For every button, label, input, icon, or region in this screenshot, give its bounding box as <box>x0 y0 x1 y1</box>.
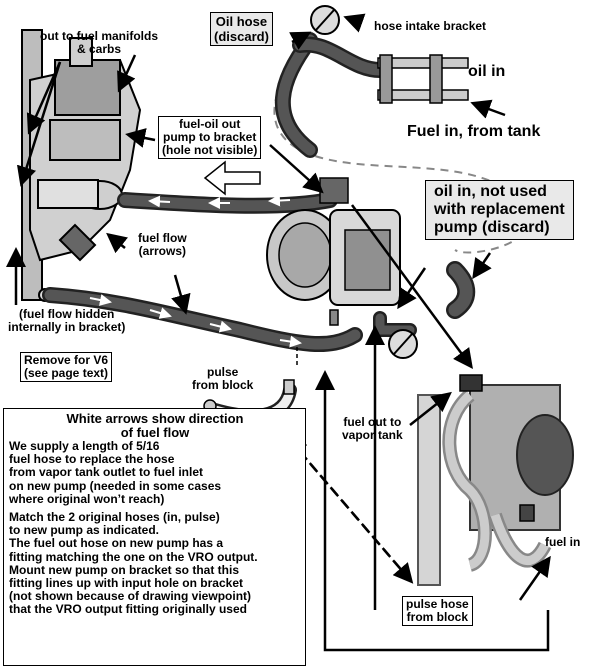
notes-paragraph-1: We supply a length of 5/16 fuel hose to … <box>9 439 222 506</box>
label-fuel-in-from-tank: Fuel in, from tank <box>407 123 541 140</box>
flow-arrows <box>89 54 319 348</box>
label-oil-in: oil in <box>468 63 506 80</box>
dashed-hose-route <box>273 57 531 254</box>
label-fuel-flow-arrows: fuel flow (arrows) <box>138 231 187 258</box>
label-fuel-flow-hidden: (fuel flow hidden internally in bracket) <box>8 307 126 334</box>
label-fuel-oil-out: fuel-oil out pump to bracket (hole not v… <box>158 116 262 159</box>
hose-intake-bracket <box>377 54 469 104</box>
label-oil-hose-discard: Oil hose (discard) <box>210 12 273 46</box>
label-hose-intake-bracket: hose intake bracket <box>374 19 487 33</box>
label-fuel-in: fuel in <box>545 535 581 549</box>
label-pulse-from-block: pulse from block <box>192 365 254 392</box>
label-remove-for-v6: Remove for V6 (see page text) <box>20 352 113 382</box>
discard-cap-bottom <box>388 329 418 359</box>
notes-panel: White arrows show direction of fuel flow… <box>3 408 306 666</box>
notes-paragraph-2: Match the 2 original hoses (in, pulse) t… <box>9 510 258 617</box>
discard-cap-top <box>310 5 340 35</box>
label-fuel-out-to-vapor-tank: fuel out to vapor tank <box>342 415 403 442</box>
notes-heading: White arrows show direction of fuel flow <box>66 411 244 440</box>
routing-lines <box>286 204 550 652</box>
label-oil-in-not-used: oil in, not used with replacement pump (… <box>425 180 574 240</box>
new-replacement-pump <box>417 374 574 586</box>
leader-arrows <box>5 13 551 601</box>
label-out-to-fuel-manifolds: out to fuel manifolds & carbs <box>40 29 158 56</box>
label-pulse-hose-from-block: pulse hose from block <box>402 596 473 626</box>
fuel-bracket-assembly <box>21 29 142 302</box>
white-outline-arrow <box>203 160 261 196</box>
vro-pump <box>266 177 401 326</box>
